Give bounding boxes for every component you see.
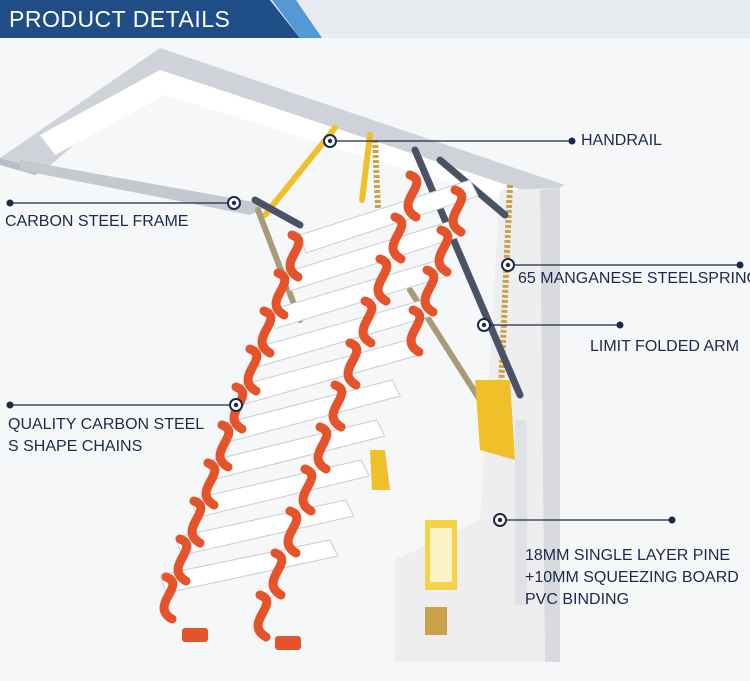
chain-link: [420, 265, 439, 317]
chain-link: [173, 534, 192, 586]
s-shape-chains: [159, 170, 467, 650]
chain-link: [285, 230, 304, 282]
chain-link: [343, 338, 362, 390]
chain-link: [159, 572, 178, 624]
pine-board-panel: [395, 188, 560, 662]
handrail-marker: [323, 134, 576, 148]
label-s-shape-chains: QUALITY CARBON STEEL S SHAPE CHAINS: [8, 416, 205, 455]
chain-marker: [6, 398, 243, 412]
label-limit-folded-arm: LIMIT FOLDED ARM: [590, 338, 740, 355]
chain-link: [201, 458, 220, 510]
callout-lines: [10, 140, 740, 521]
board-marker: [493, 513, 676, 527]
chain-link: [283, 506, 302, 558]
frame-marker: [6, 196, 241, 210]
chain-link: [313, 422, 332, 474]
chain-link: [358, 296, 377, 348]
label-carbon-steel-frame: CARBON STEEL FRAME: [5, 213, 189, 230]
carbon-steel-frame: [0, 48, 565, 215]
chain-link: [406, 305, 425, 357]
chain-link: [328, 380, 347, 432]
rubber-foot: [275, 636, 301, 650]
chain-link: [243, 344, 262, 396]
label-handrail: HANDRAIL: [581, 132, 662, 149]
chain-link: [215, 420, 234, 472]
arm-marker: [477, 318, 624, 332]
chain-link: [187, 496, 206, 548]
page-title: PRODUCT DETAILS: [9, 6, 231, 32]
chain-link: [253, 590, 272, 642]
header-banner: [0, 0, 750, 38]
chain-link: [434, 225, 453, 277]
chain-link: [298, 464, 317, 516]
chain-link: [403, 170, 422, 222]
label-manganese-spring: 65 MANGANESE STEELSPRING: [518, 270, 750, 287]
chain-link: [448, 185, 467, 237]
rubber-foot: [182, 628, 208, 642]
chain-link: [388, 212, 407, 264]
chain-link: [373, 254, 392, 306]
spring-marker: [501, 258, 744, 272]
manganese-steel-spring: [372, 139, 513, 411]
chain-link: [257, 306, 276, 358]
chain-link: [268, 548, 287, 600]
callout-markers: [6, 134, 744, 527]
label-pine-board: 18MM SINGLE LAYER PINE +10MM SQUEEZING B…: [525, 547, 739, 608]
chain-link: [271, 268, 290, 320]
